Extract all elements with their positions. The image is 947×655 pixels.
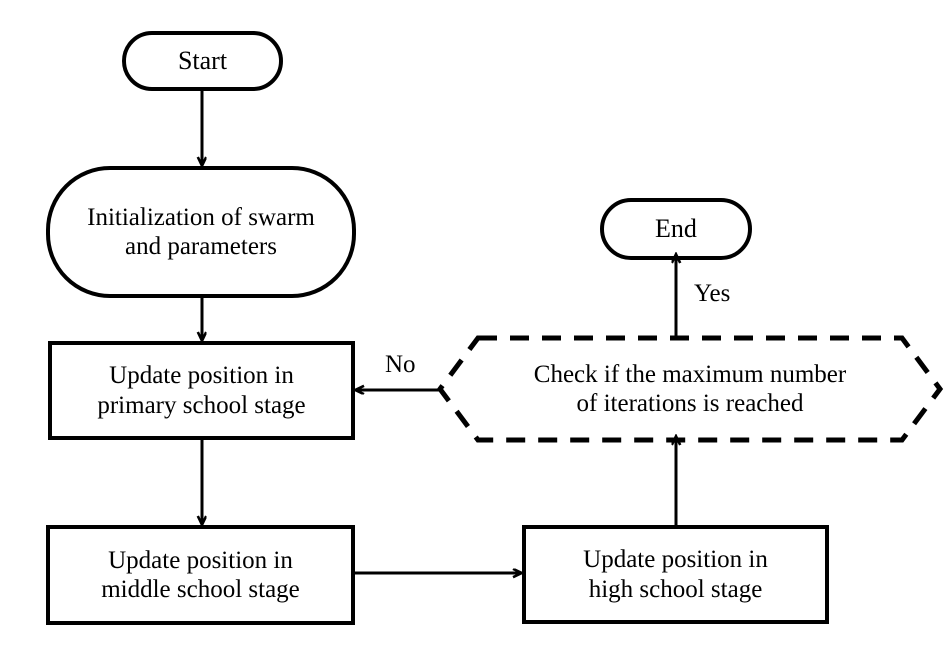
node-primary-shape[interactable] (48, 341, 355, 440)
node-check-shape[interactable] (436, 335, 944, 443)
edge-label-yes: Yes (694, 280, 731, 307)
node-start-shape[interactable] (122, 31, 283, 91)
node-init-shape[interactable] (46, 166, 356, 298)
edge-label-no: No (385, 351, 416, 378)
node-middle-shape[interactable] (46, 525, 355, 625)
node-end-shape[interactable] (600, 198, 752, 260)
node-high-shape[interactable] (522, 525, 829, 624)
